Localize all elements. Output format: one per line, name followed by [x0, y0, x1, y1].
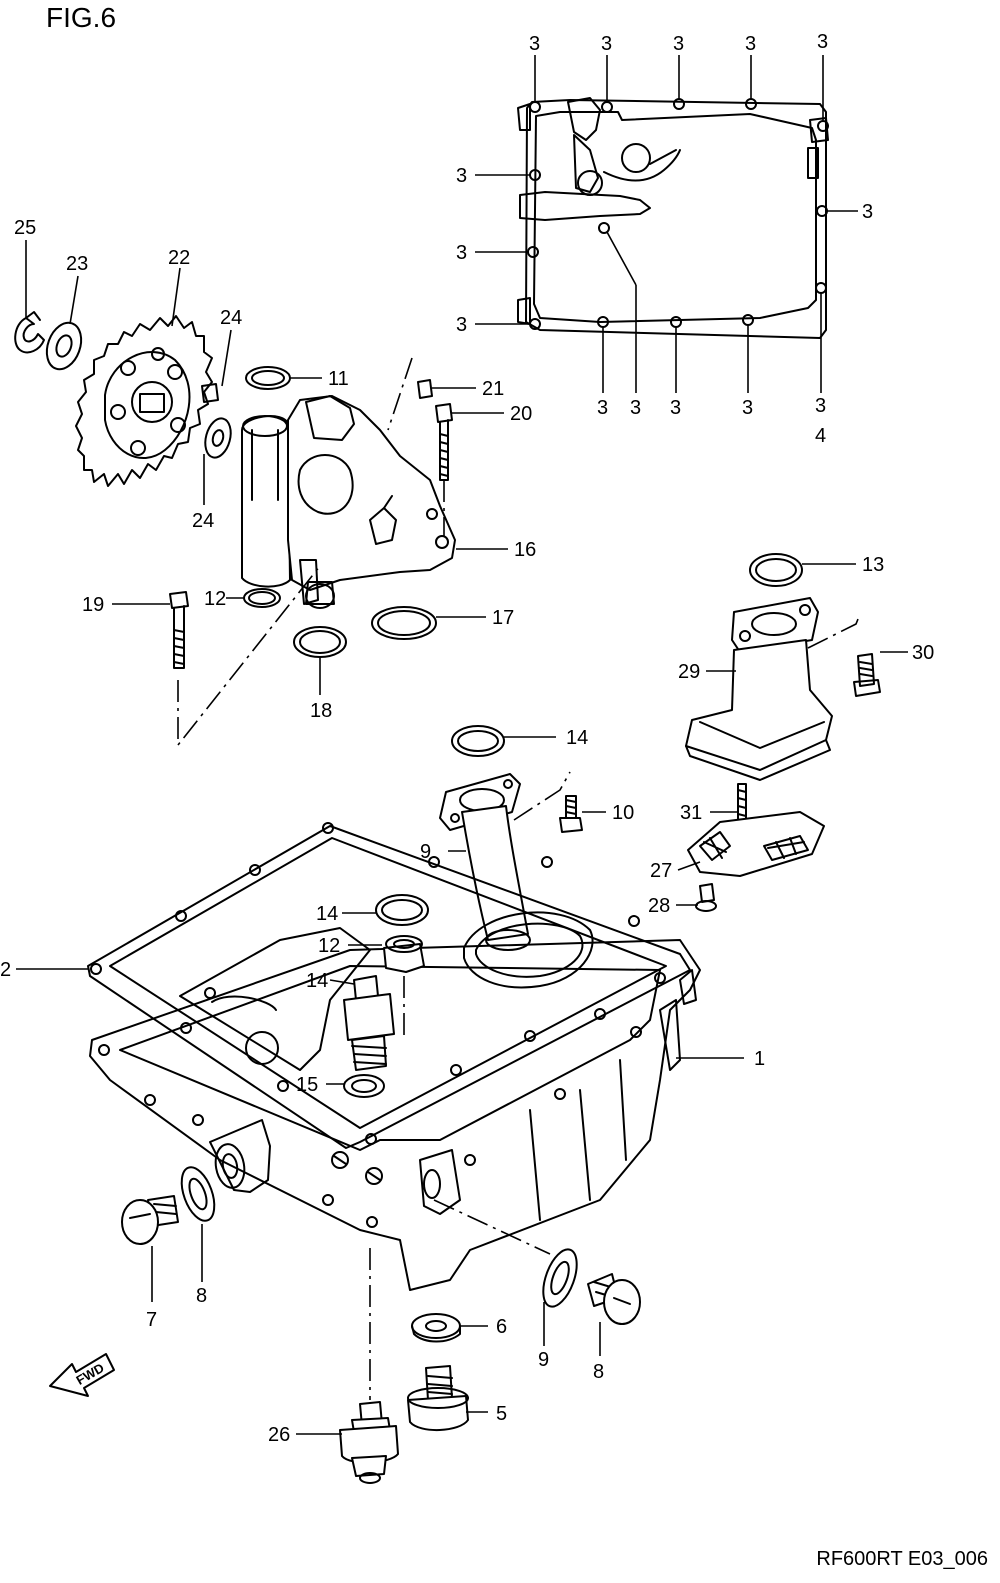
callout-14-upper: 13 — [862, 554, 884, 576]
callout-22: 21 — [482, 378, 504, 400]
callout-14-middle: 14 — [566, 727, 588, 749]
washer-7 — [411, 1313, 461, 1343]
bolt-20-centerline — [177, 565, 321, 748]
callout-17: 16 — [514, 539, 536, 561]
oil-strainer-30 — [685, 597, 833, 781]
callout-24-lower: 24 — [192, 510, 214, 532]
callout-3-bottom-2: 3 — [670, 397, 681, 419]
callout-4: 3 — [630, 397, 641, 419]
oil-pressure-switch-15 — [343, 975, 395, 1071]
callout-16: 15 — [296, 1074, 318, 1096]
callout-3-left-3: 3 — [456, 314, 467, 336]
callout-13: 12 — [318, 935, 340, 957]
callout-27: 26 — [268, 1424, 290, 1446]
callout-3-right: 3 — [862, 201, 873, 223]
washer-16 — [343, 1074, 385, 1098]
o-ring-12-upper — [245, 366, 291, 390]
oil-pump-driven-gear — [75, 315, 213, 487]
callout-8-left: 7 — [146, 1309, 157, 1331]
o-ring-14-top — [749, 553, 803, 587]
callout-12-lower: 12 — [204, 588, 226, 610]
cap-13 — [383, 935, 425, 973]
drain-plug-8-left — [121, 1195, 179, 1245]
gasket-9-left — [180, 1166, 216, 1222]
oil-pump-assembly — [241, 395, 456, 609]
callout-25: 24 — [220, 307, 242, 329]
oil-pan-gasket-upper-part — [517, 97, 829, 339]
thrust-washer-lower — [204, 417, 232, 459]
strainer-screen-28 — [687, 811, 825, 877]
callout-1: 1 — [754, 1048, 765, 1070]
callout-3-bottom-1: 3 — [597, 397, 608, 419]
callout-3-left-1: 3 — [456, 165, 467, 187]
fwd-arrow-icon: FWD — [49, 1353, 115, 1397]
o-ring-12-lower — [243, 588, 281, 608]
callout-21: 20 — [510, 403, 532, 425]
plug-right-centerline — [433, 1199, 551, 1255]
callout-8-right: 8 — [593, 1361, 604, 1383]
bolt-11-centerline — [513, 771, 571, 821]
screw-29 — [695, 883, 717, 912]
callout-26: 25 — [14, 217, 36, 239]
callout-15: 14 — [306, 970, 328, 992]
leader-lines — [16, 55, 908, 1435]
oil-level-sensor-27 — [339, 1401, 399, 1484]
callout-3-top-5: 3 — [817, 31, 828, 53]
callout-31: 30 — [912, 642, 934, 664]
callout-3-left-2: 3 — [456, 242, 467, 264]
callout-9-right: 9 — [538, 1349, 549, 1371]
drain-plug-8-right — [587, 1273, 641, 1325]
callout-3-top-2: 3 — [601, 33, 612, 55]
bolt-20 — [169, 591, 189, 669]
figure-title: FIG.6 — [46, 2, 117, 33]
bolt-31 — [853, 653, 881, 697]
o-ring-14-mid — [451, 725, 505, 757]
callout-14-lower: 14 — [316, 903, 338, 925]
callout-6: 5 — [496, 1403, 507, 1425]
circlip — [14, 311, 45, 354]
callout-19: 18 — [310, 700, 332, 722]
callout-3-top-1: 3 — [529, 33, 540, 55]
callout-28: 27 — [650, 860, 672, 882]
bolt-21 — [435, 403, 453, 481]
callout-3-bottom-3: 3 — [742, 397, 753, 419]
gasket-9-right — [542, 1248, 578, 1308]
o-ring-19 — [293, 626, 347, 658]
pin-25 — [201, 383, 219, 403]
callout-12-upper: 11 — [328, 368, 349, 390]
callout-24-upper: 23 — [66, 253, 88, 275]
callout-labels: 1 2 3 3 3 3 3 3 3 3 3 3 3 3 3 3 4 5 6 7 … — [0, 31, 934, 1446]
callout-3-bottom-4: 3 — [815, 395, 826, 417]
callout-30: 29 — [678, 661, 700, 683]
oil-pan — [89, 911, 701, 1291]
callout-23: 22 — [168, 247, 190, 269]
callout-7: 6 — [496, 1316, 507, 1338]
pin-22 — [417, 379, 433, 399]
callout-3-top-4: 3 — [745, 33, 756, 55]
callout-20: 19 — [82, 594, 104, 616]
drain-bolt-6 — [407, 1365, 469, 1432]
pin-22-centerline — [387, 357, 413, 431]
callout-29: 28 — [648, 895, 670, 917]
thrust-washer-upper — [45, 321, 83, 371]
callout-2: 2 — [0, 959, 11, 981]
callout-11: 10 — [612, 802, 634, 824]
oil-pan-gasket-2 — [87, 822, 691, 1149]
bolt-31-centerline — [807, 613, 861, 649]
bolt-11 — [559, 795, 583, 833]
callout-9-left: 8 — [196, 1285, 207, 1307]
o-ring-18 — [371, 606, 437, 640]
o-ring-14-low — [375, 894, 429, 926]
callout-18: 17 — [492, 607, 514, 629]
callout-32: 31 — [680, 802, 702, 824]
callout-10: 9 — [420, 841, 431, 863]
callout-5: 4 — [815, 425, 826, 447]
callout-3-top-3: 3 — [673, 33, 684, 55]
diagram-code: RF600RT E03_006 — [816, 1548, 988, 1570]
oil-pipe-10 — [439, 773, 531, 951]
